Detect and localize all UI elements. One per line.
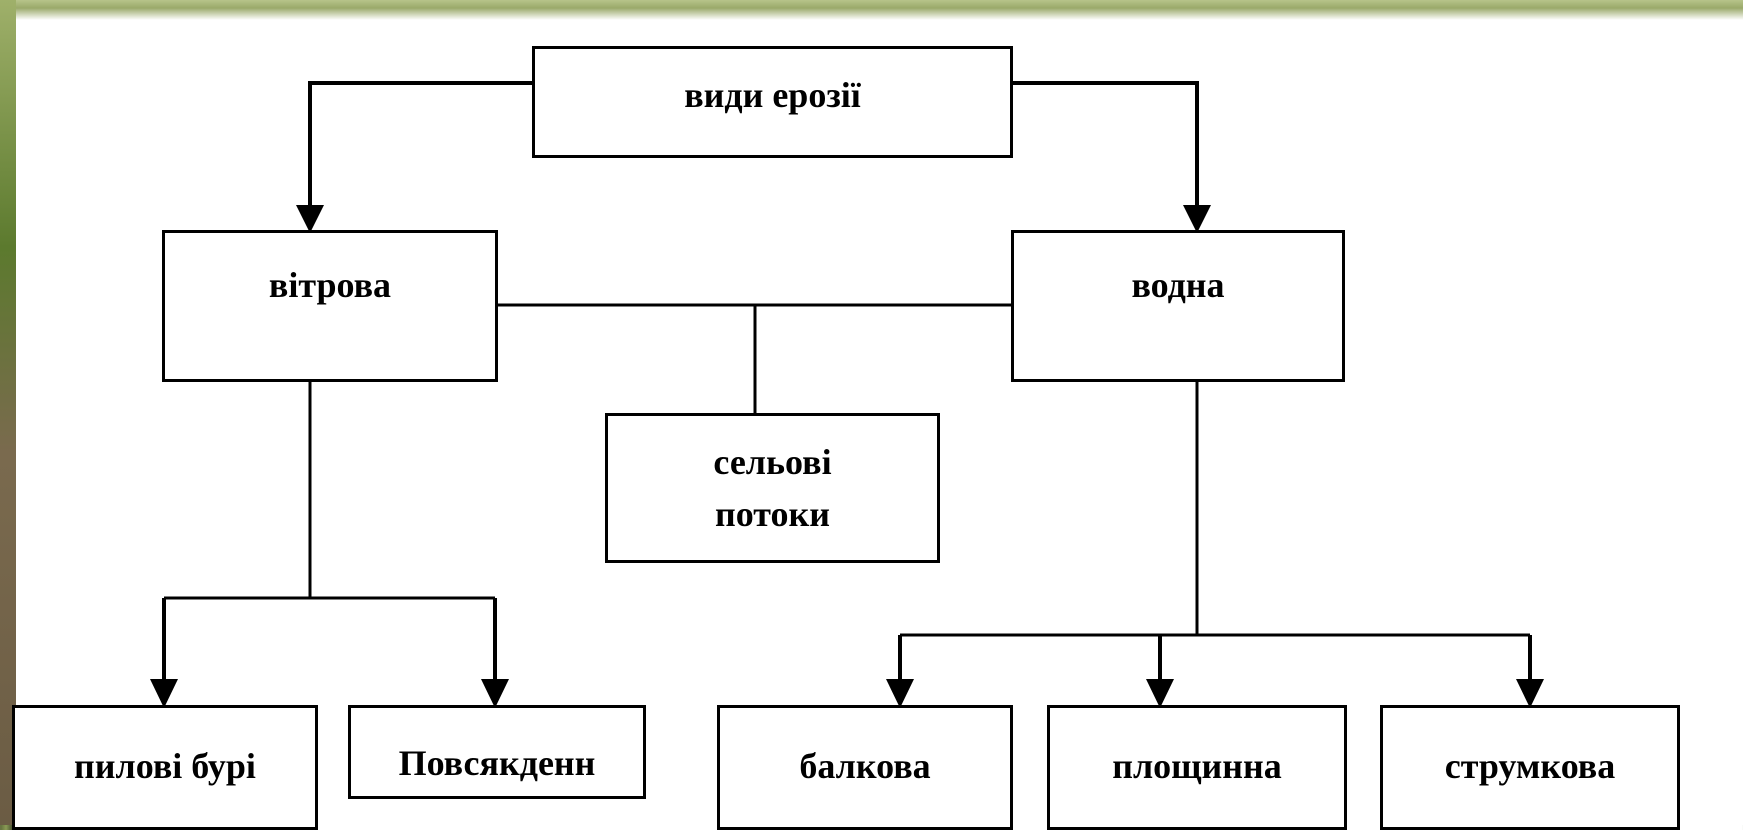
node-mudflow-line-1: сельові <box>713 442 832 482</box>
arrowhead-water <box>1183 205 1211 233</box>
node-root: види ерозії <box>532 46 1013 158</box>
arrowhead-wind-child-2 <box>481 679 509 708</box>
arrowhead-wind <box>296 205 324 233</box>
background-border-top <box>0 0 1743 20</box>
node-everyday-local-line-1: Повсякденн <box>398 743 596 783</box>
arrowhead-water-child-3 <box>1516 679 1544 708</box>
node-everyday-local: Повсякденн а, місцева <box>348 705 646 799</box>
node-dust-storms: пилові бурі <box>12 705 318 830</box>
node-everyday-local-line-2: а, місцева <box>417 788 578 796</box>
node-water-label: водна <box>1131 265 1225 305</box>
node-gully: балкова <box>717 705 1013 830</box>
node-root-label: види ерозії <box>684 75 861 115</box>
node-mudflow-line-2: потоки <box>715 494 830 534</box>
background-border-left <box>0 0 16 825</box>
node-gully-label: балкова <box>799 746 931 786</box>
node-sheet-label: площинна <box>1112 746 1282 786</box>
node-mudflow: сельові потоки <box>605 413 940 563</box>
node-sheet: площинна <box>1047 705 1347 830</box>
connector-root-water <box>1013 81 1199 212</box>
node-rill-label: струмкова <box>1444 746 1616 786</box>
node-wind: вітрова <box>162 230 498 382</box>
connector-root-wind <box>308 81 534 212</box>
arrowhead-wind-child-1 <box>150 679 178 708</box>
node-dust-storms-label: пилові бурі <box>74 746 256 786</box>
arrowhead-water-child-2 <box>1146 679 1174 708</box>
node-rill: струмкова <box>1380 705 1680 830</box>
arrowhead-water-child-1 <box>886 679 914 708</box>
node-wind-label: вітрова <box>268 265 392 305</box>
node-water: водна <box>1011 230 1345 382</box>
